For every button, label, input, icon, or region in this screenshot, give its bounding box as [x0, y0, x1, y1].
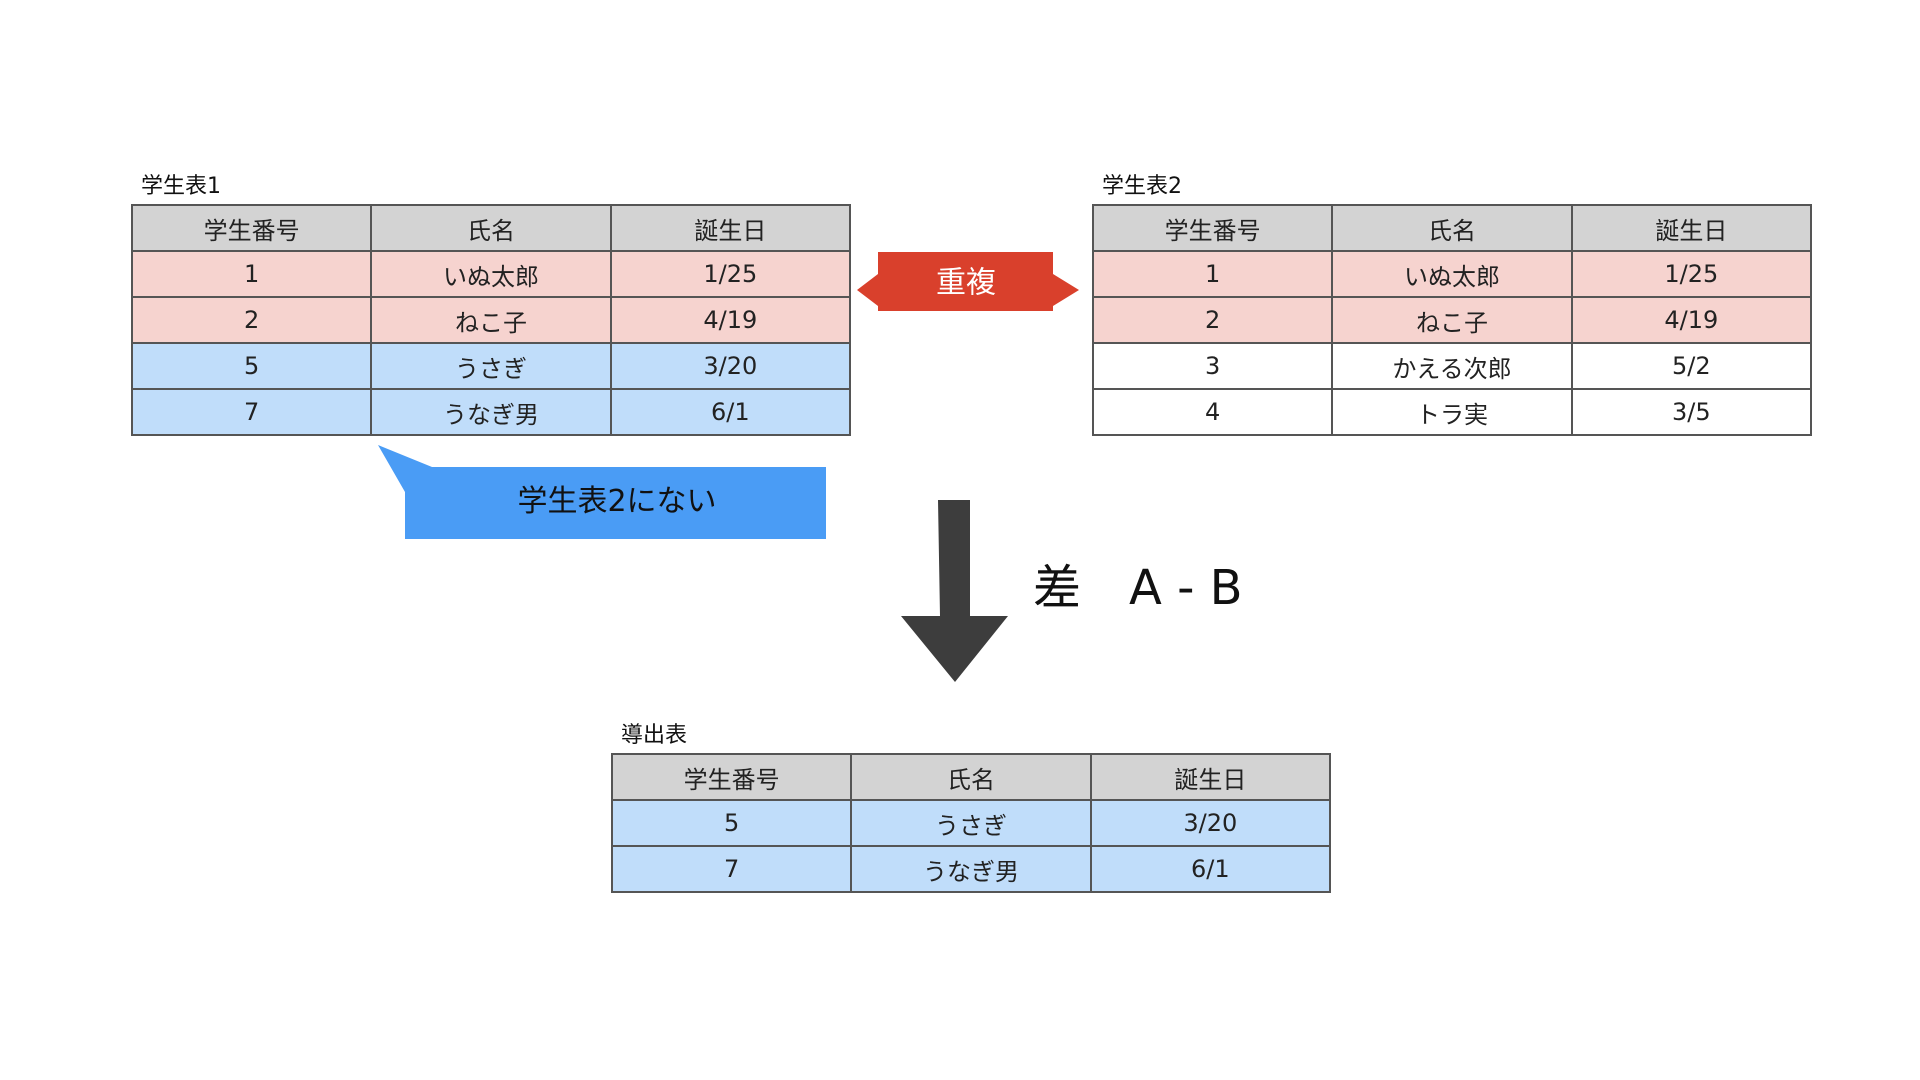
- table-row: 5 うさぎ 3/20: [610, 799, 1332, 847]
- callout-shape: [378, 445, 826, 539]
- cell-id: 5: [610, 799, 853, 847]
- cell-id: 4: [1091, 388, 1334, 436]
- result-table: 学生番号 氏名 誕生日 5 うさぎ 3/20 7 うなぎ男 6/1: [610, 753, 1332, 893]
- column-header-name: 氏名: [1331, 204, 1573, 252]
- cell-birthday: 1/25: [1570, 250, 1813, 298]
- table-row: 7 うなぎ男 6/1: [610, 845, 1332, 893]
- cell-id: 7: [130, 388, 373, 436]
- cell-name: かえる次郎: [1331, 342, 1573, 390]
- table1: 学生番号 氏名 誕生日 1 いぬ太郎 1/25 2 ねこ子 4/19 5 うさぎ…: [130, 204, 852, 436]
- cell-name: うさぎ: [850, 799, 1092, 847]
- table-row: 7 うなぎ男 6/1: [130, 388, 852, 436]
- cell-name: うなぎ男: [850, 845, 1092, 893]
- duplicate-badge-shape: [857, 252, 1079, 311]
- column-header-birthday: 誕生日: [1089, 753, 1332, 801]
- table-row: 1 いぬ太郎 1/25: [1091, 250, 1813, 298]
- table2: 学生番号 氏名 誕生日 1 いぬ太郎 1/25 2 ねこ子 4/19 3 かえる…: [1091, 204, 1813, 436]
- callout-label: 学生表2にない: [517, 484, 717, 519]
- column-header-birthday: 誕生日: [609, 204, 852, 252]
- table-row: 1 いぬ太郎 1/25: [130, 250, 852, 298]
- difference-arrow: [901, 500, 1008, 682]
- cell-birthday: 6/1: [1089, 845, 1332, 893]
- cell-name: トラ実: [1331, 388, 1573, 436]
- column-header-name: 氏名: [850, 753, 1092, 801]
- table-row: 5 うさぎ 3/20: [130, 342, 852, 390]
- not-in-table2-callout: [378, 445, 826, 539]
- cell-birthday: 3/20: [609, 342, 852, 390]
- arrow-down-icon: [901, 500, 1008, 682]
- cell-birthday: 6/1: [609, 388, 852, 436]
- operation-label: 差 A - B: [1033, 560, 1243, 616]
- cell-name: うさぎ: [370, 342, 612, 390]
- cell-id: 1: [1091, 250, 1334, 298]
- column-header-id: 学生番号: [130, 204, 373, 252]
- table-header-row: 学生番号 氏名 誕生日: [610, 753, 1332, 801]
- cell-id: 2: [130, 296, 373, 344]
- column-header-id: 学生番号: [1091, 204, 1334, 252]
- table1-title: 学生表1: [141, 174, 221, 199]
- duplicate-badge: 重複: [857, 252, 1079, 311]
- cell-name: うなぎ男: [370, 388, 612, 436]
- cell-birthday: 3/5: [1570, 388, 1813, 436]
- column-header-id: 学生番号: [610, 753, 853, 801]
- table-row: 2 ねこ子 4/19: [1091, 296, 1813, 344]
- cell-name: いぬ太郎: [370, 250, 612, 298]
- cell-id: 5: [130, 342, 373, 390]
- column-header-name: 氏名: [370, 204, 612, 252]
- cell-birthday: 4/19: [1570, 296, 1813, 344]
- table-header-row: 学生番号 氏名 誕生日: [130, 204, 852, 252]
- cell-id: 2: [1091, 296, 1334, 344]
- cell-name: ねこ子: [370, 296, 612, 344]
- table2-title: 学生表2: [1102, 174, 1182, 199]
- result-table-title: 導出表: [621, 723, 688, 748]
- cell-id: 1: [130, 250, 373, 298]
- table-row: 4 トラ実 3/5: [1091, 388, 1813, 436]
- cell-birthday: 4/19: [609, 296, 852, 344]
- cell-birthday: 3/20: [1089, 799, 1332, 847]
- cell-name: ねこ子: [1331, 296, 1573, 344]
- duplicate-badge-label: 重複: [936, 266, 996, 301]
- cell-birthday: 5/2: [1570, 342, 1813, 390]
- cell-name: いぬ太郎: [1331, 250, 1573, 298]
- table-row: 2 ねこ子 4/19: [130, 296, 852, 344]
- cell-id: 3: [1091, 342, 1334, 390]
- cell-id: 7: [610, 845, 853, 893]
- table-row: 3 かえる次郎 5/2: [1091, 342, 1813, 390]
- column-header-birthday: 誕生日: [1570, 204, 1813, 252]
- table-header-row: 学生番号 氏名 誕生日: [1091, 204, 1813, 252]
- cell-birthday: 1/25: [609, 250, 852, 298]
